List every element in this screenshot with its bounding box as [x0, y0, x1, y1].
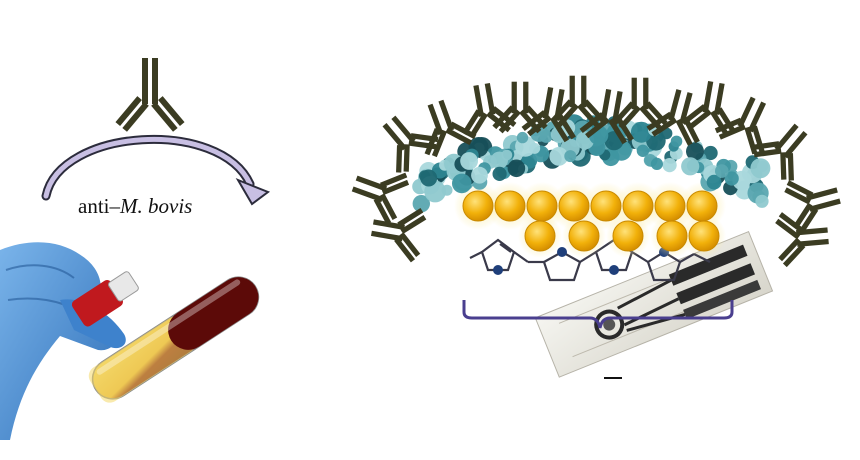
gold-nanoparticle-icon	[688, 220, 720, 252]
gold-nanoparticle-icon	[526, 190, 558, 222]
antibody-caption: anti–M. bovis	[78, 194, 193, 218]
gold-nanoparticle-icon	[462, 190, 494, 222]
gold-nanoparticle-icon	[612, 220, 644, 252]
layer-bracket	[462, 300, 734, 329]
antibody-icon	[345, 157, 413, 228]
antibody-icon	[367, 200, 429, 264]
antibody-icon	[115, 58, 185, 132]
gold-nanoparticle-icon	[622, 190, 654, 222]
gold-nanoparticle-icon	[590, 190, 622, 222]
screen-printed-electrode-image	[534, 230, 774, 378]
gold-nanoparticle-icon	[494, 190, 526, 222]
blood-sample-tube-image	[0, 242, 260, 440]
gold-nanoparticle-icon	[524, 220, 556, 252]
gold-nanoparticle-icon	[568, 220, 600, 252]
gold-nanoparticle-layer	[454, 182, 726, 258]
gold-nanoparticle-icon	[656, 220, 688, 252]
gold-nanoparticle-icon	[654, 190, 686, 222]
curved-arrow-icon	[41, 134, 271, 206]
gold-nanoparticle-icon	[686, 190, 718, 222]
gold-nanoparticle-icon	[558, 190, 590, 222]
